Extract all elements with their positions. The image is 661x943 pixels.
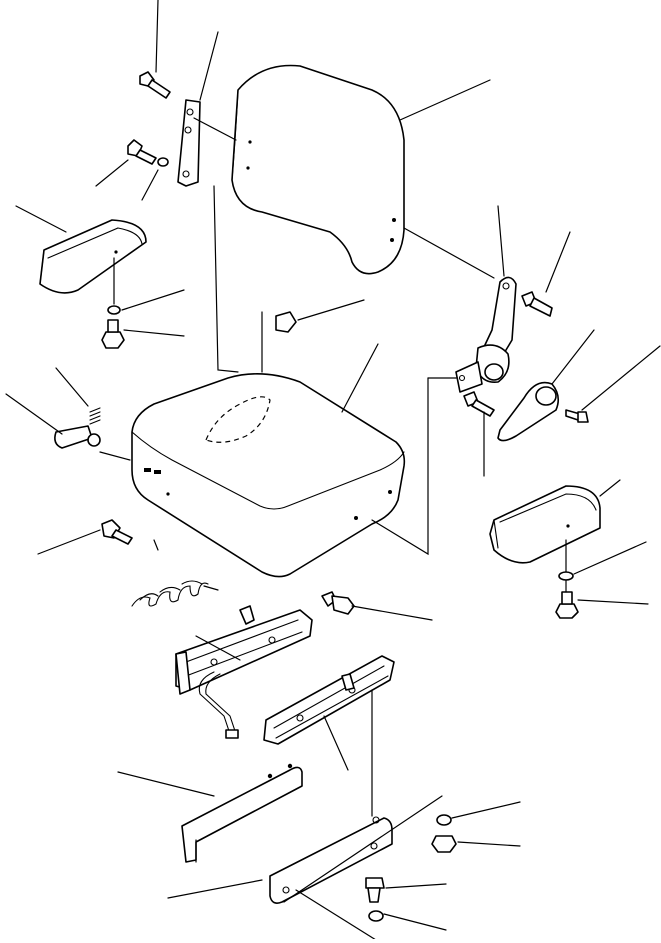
bolt-seat-left — [101, 519, 133, 545]
headrest — [231, 64, 405, 275]
nut-icon — [275, 311, 297, 333]
mounting-bracket-front — [181, 763, 303, 863]
bolt-lever-right — [521, 291, 553, 317]
washer-icon — [157, 157, 169, 167]
armrest-right — [489, 485, 601, 564]
backrest-lever — [455, 276, 517, 393]
bolt-armrest-right — [555, 591, 579, 619]
washer-icon — [107, 305, 121, 315]
lever-knob — [497, 381, 560, 442]
seat-cushion — [131, 373, 406, 578]
headrest-bracket — [177, 99, 201, 187]
small-screw — [565, 409, 589, 423]
spring — [131, 580, 209, 607]
armrest-left — [39, 219, 147, 294]
washer-icon — [436, 814, 452, 826]
bolt-mid — [127, 139, 157, 165]
seat-slide-rail-left — [175, 605, 313, 695]
washer-icon — [368, 910, 384, 922]
bolt-lever-lower — [463, 391, 495, 417]
bolt-plate — [365, 877, 385, 903]
mounting-plate — [269, 816, 393, 904]
seat-slide-rail-right — [263, 655, 395, 745]
washer-icon — [558, 571, 574, 581]
leader-lines — [5, 0, 661, 941]
spring-small — [89, 407, 101, 425]
nut-icon — [431, 835, 457, 853]
bolt-top — [139, 71, 171, 99]
assembly-lines — [113, 117, 567, 863]
slide-handle — [198, 671, 239, 739]
recline-lever — [54, 425, 101, 449]
bolt-armrest-left — [101, 319, 125, 349]
bolt-under-seat — [321, 591, 355, 615]
